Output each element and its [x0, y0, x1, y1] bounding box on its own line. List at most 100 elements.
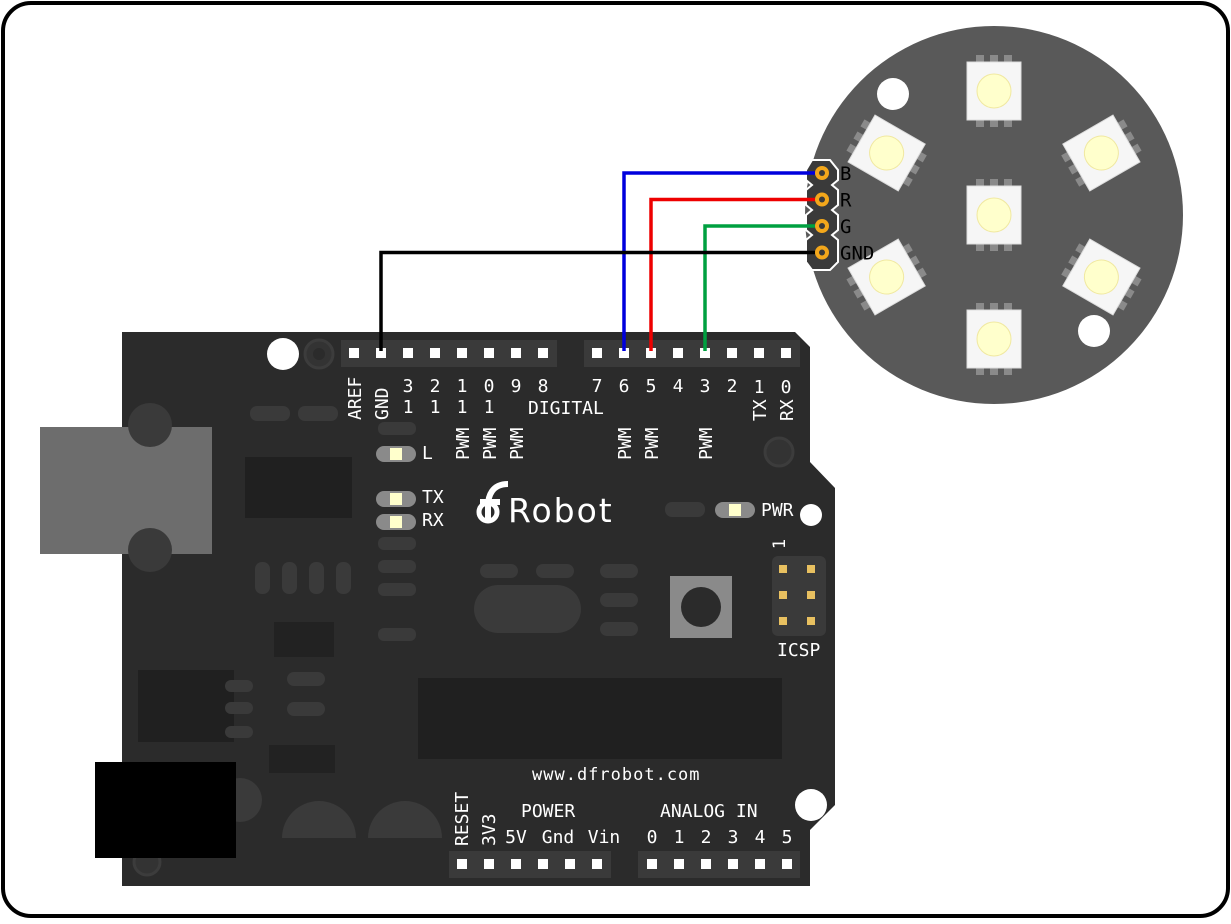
led-leg	[976, 239, 984, 251]
digital-pin-4[interactable]	[673, 348, 683, 358]
digital-pin-aref[interactable]	[349, 348, 359, 358]
icsp-pin[interactable]	[807, 591, 815, 599]
rgb-led	[966, 179, 1022, 251]
digital-pin-tx-1[interactable]	[754, 348, 764, 358]
component-pill	[600, 564, 638, 578]
digital-pin-2[interactable]	[727, 348, 737, 358]
power-pin-3v3-label: 3V3	[479, 813, 500, 846]
component-pill	[287, 672, 325, 686]
component-pill	[287, 702, 325, 716]
digital-pin-11[interactable]	[457, 348, 467, 358]
icsp-pin[interactable]	[807, 617, 815, 625]
led-lens	[869, 135, 905, 171]
component-pill	[480, 564, 518, 578]
wires	[379, 171, 815, 351]
power-pin[interactable]	[484, 859, 494, 869]
ring-connector	[805, 159, 839, 271]
digital-pin-10[interactable]	[484, 348, 494, 358]
pin-label-gnd: GND	[372, 387, 393, 420]
icsp-pin[interactable]	[779, 591, 787, 599]
digital-pin-12[interactable]	[430, 348, 440, 358]
power-pin-reset-label: RESET	[452, 792, 473, 846]
board-components	[128, 403, 782, 838]
icsp-pin[interactable]	[807, 565, 815, 573]
digital-pin-6[interactable]	[619, 348, 629, 358]
capacitor	[282, 801, 356, 838]
digital-pin-9[interactable]	[511, 348, 521, 358]
analog-pin-label: 2	[701, 827, 712, 848]
pin-label-aref: AREF	[345, 377, 366, 420]
digital-pin-8[interactable]	[538, 348, 548, 358]
led-rx-light	[390, 516, 402, 528]
analog-pin-label: 5	[782, 827, 793, 848]
pwm-label: PWM	[480, 427, 501, 460]
digital-pin-5[interactable]	[646, 348, 656, 358]
digital-header-left	[341, 340, 557, 367]
component-pill	[225, 726, 253, 738]
mount-hole	[795, 789, 827, 821]
component-pill	[378, 628, 416, 641]
icsp-pin[interactable]	[779, 565, 787, 573]
icsp-pin[interactable]	[779, 617, 787, 625]
digital-pin-rx-0[interactable]	[781, 348, 791, 358]
analog-header	[638, 851, 800, 878]
analog-pin-a0[interactable]	[647, 859, 657, 869]
pin-label-12: 2	[430, 376, 441, 397]
led-leg	[1004, 55, 1012, 67]
component-pill	[378, 537, 416, 550]
analog-pin-a4[interactable]	[755, 859, 765, 869]
analog-pin-a3[interactable]	[728, 859, 738, 869]
power-pin[interactable]	[511, 859, 521, 869]
ring-leds	[846, 55, 1142, 375]
digital-pin-13[interactable]	[403, 348, 413, 358]
component-pill	[250, 406, 290, 421]
reset-button-cap[interactable]	[681, 587, 721, 627]
pin-label-9: 9	[511, 376, 522, 397]
pin-label-3: 3	[700, 376, 711, 397]
atmega-chip	[418, 678, 782, 759]
led-pwr-light	[729, 504, 741, 516]
rgb-led	[1061, 114, 1142, 192]
component-pill	[600, 622, 638, 636]
analog-header-label: ANALOG IN	[660, 801, 758, 822]
wire-6-to-b	[622, 171, 815, 351]
component-pill	[378, 422, 416, 435]
component-pill	[378, 560, 416, 573]
analog-pin-a1[interactable]	[674, 859, 684, 869]
rgb-led	[1061, 238, 1142, 316]
mount-hole	[800, 504, 822, 526]
pwm-label: PWM	[453, 427, 474, 460]
ring-mount-hole	[1078, 315, 1110, 347]
capacitor	[368, 801, 442, 838]
power-pin[interactable]	[457, 859, 467, 869]
component-pill	[378, 583, 416, 596]
ring-pin-label-b: B	[840, 163, 851, 185]
ring-pin-hole	[819, 223, 825, 229]
ring-pin-label-r: R	[840, 190, 852, 212]
led-leg	[976, 115, 984, 127]
ring-pin-hole	[819, 196, 825, 203]
analog-pin-a5[interactable]	[782, 859, 792, 869]
pin-label-tx: TX	[750, 399, 771, 421]
led-leg	[1004, 179, 1012, 191]
power-pin[interactable]	[592, 859, 602, 869]
mount-hole	[267, 338, 299, 370]
header-pins	[349, 348, 792, 869]
digital-pin-3[interactable]	[700, 348, 710, 358]
power-pin[interactable]	[565, 859, 575, 869]
led-leg	[990, 363, 998, 375]
wire-gnd-to-gnd	[379, 250, 815, 351]
component-circle	[128, 403, 172, 447]
power-pin-label: Gnd	[542, 827, 575, 848]
digital-pin-gnd[interactable]	[376, 348, 386, 358]
pin-label-13: 3	[403, 376, 414, 397]
analog-pin-label: 1	[674, 827, 685, 848]
digital-pin-7[interactable]	[592, 348, 602, 358]
led-leg	[1004, 239, 1012, 251]
analog-pin-a2[interactable]	[701, 859, 711, 869]
power-pin[interactable]	[538, 859, 548, 869]
pin-label-6: 6	[619, 376, 630, 397]
